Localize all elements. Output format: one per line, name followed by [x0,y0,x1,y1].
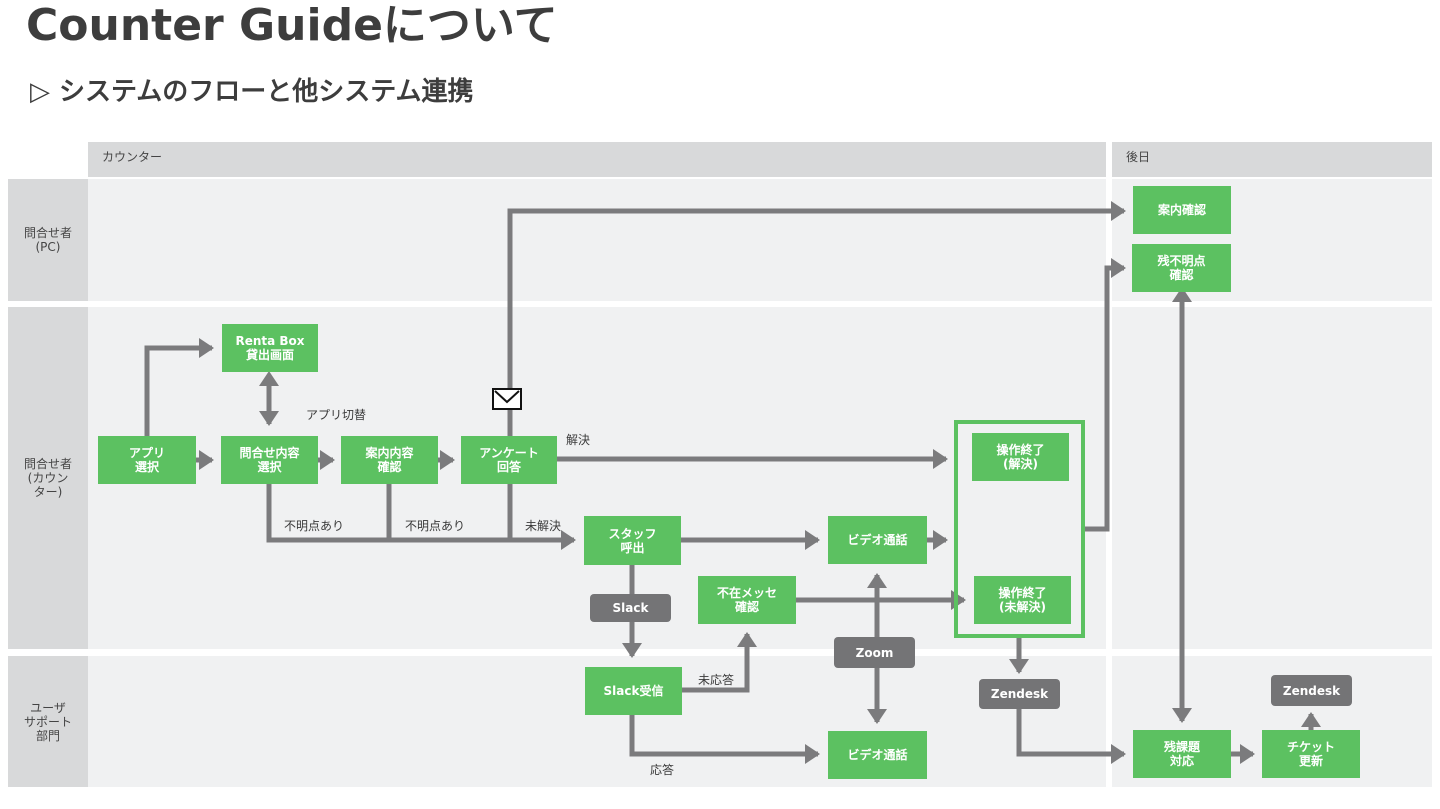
arrow-survey-to-guide-later [507,201,1127,436]
column-header-later: 後日 [1112,142,1432,177]
node-app-select: アプリ 選択 [98,436,196,484]
label-unresolved: 未解決 [525,519,562,533]
lane-counter-later [1112,307,1432,649]
node-staff-call: スタッフ 呼出 [584,516,681,565]
node-ticket-update: チケット 更新 [1262,730,1360,778]
node-video-call-support: ビデオ通話 [828,731,927,779]
node-inquiry-select: 問合せ内容 選択 [221,436,318,484]
node-end-resolved: 操作終了 (解決) [972,433,1069,481]
node-slack-receive: Slack受信 [585,667,682,715]
label-no-answer: 未応答 [698,673,735,687]
node-absence-message: 不在メッセ 確認 [698,576,796,624]
row-header-inquirer-counter: 問合せ者 (カウン ター) [8,307,88,649]
node-rentabox: Renta Box 貸出画面 [222,324,318,372]
operation-end-group [954,420,1085,638]
node-end-unresolved: 操作終了 (未解決) [974,576,1071,624]
system-slack: Slack [590,594,671,622]
system-zoom: Zoom [834,637,915,668]
arrow-recv-to-video-support [629,715,821,764]
column-header-counter: カウンター [88,142,1106,177]
node-survey: アンケート 回答 [461,436,557,484]
node-guide-confirm: 案内内容 確認 [341,436,438,484]
row-header-inquirer-pc: 問合せ者 (PC) [8,179,88,301]
row-header-user-support: ユーザ サポート 部門 [8,656,88,787]
node-video-call-counter: ビデオ通話 [828,516,927,564]
lane-pc-counter [88,179,1106,301]
arrow-recv-to-absence [682,631,757,693]
arrow-frame-to-remaining-check [1085,258,1127,532]
page-subtitle: ▷ システムのフローと他システム連携 [30,77,474,107]
node-guide-check-later: 案内確認 [1133,186,1231,234]
label-app-switch: アプリ切替 [306,408,367,422]
node-remaining-check: 残不明点 確認 [1132,244,1231,292]
page-title: Counter Guideについて [26,0,558,51]
envelope-icon [492,388,522,410]
arrow-unclear-to-staff [266,484,577,550]
arrow-zendesk-to-remaining [1016,709,1127,764]
label-unclear-1: 不明点あり [284,519,345,533]
system-zendesk-later: Zendesk [1271,675,1352,706]
system-zendesk-counter: Zendesk [979,679,1060,709]
label-answer: 応答 [650,763,675,777]
node-remaining-issue: 残課題 対応 [1133,730,1231,778]
arrow-app-to-rentabox [144,338,215,436]
label-resolved: 解決 [566,433,591,447]
label-unclear-2: 不明点あり [405,519,466,533]
